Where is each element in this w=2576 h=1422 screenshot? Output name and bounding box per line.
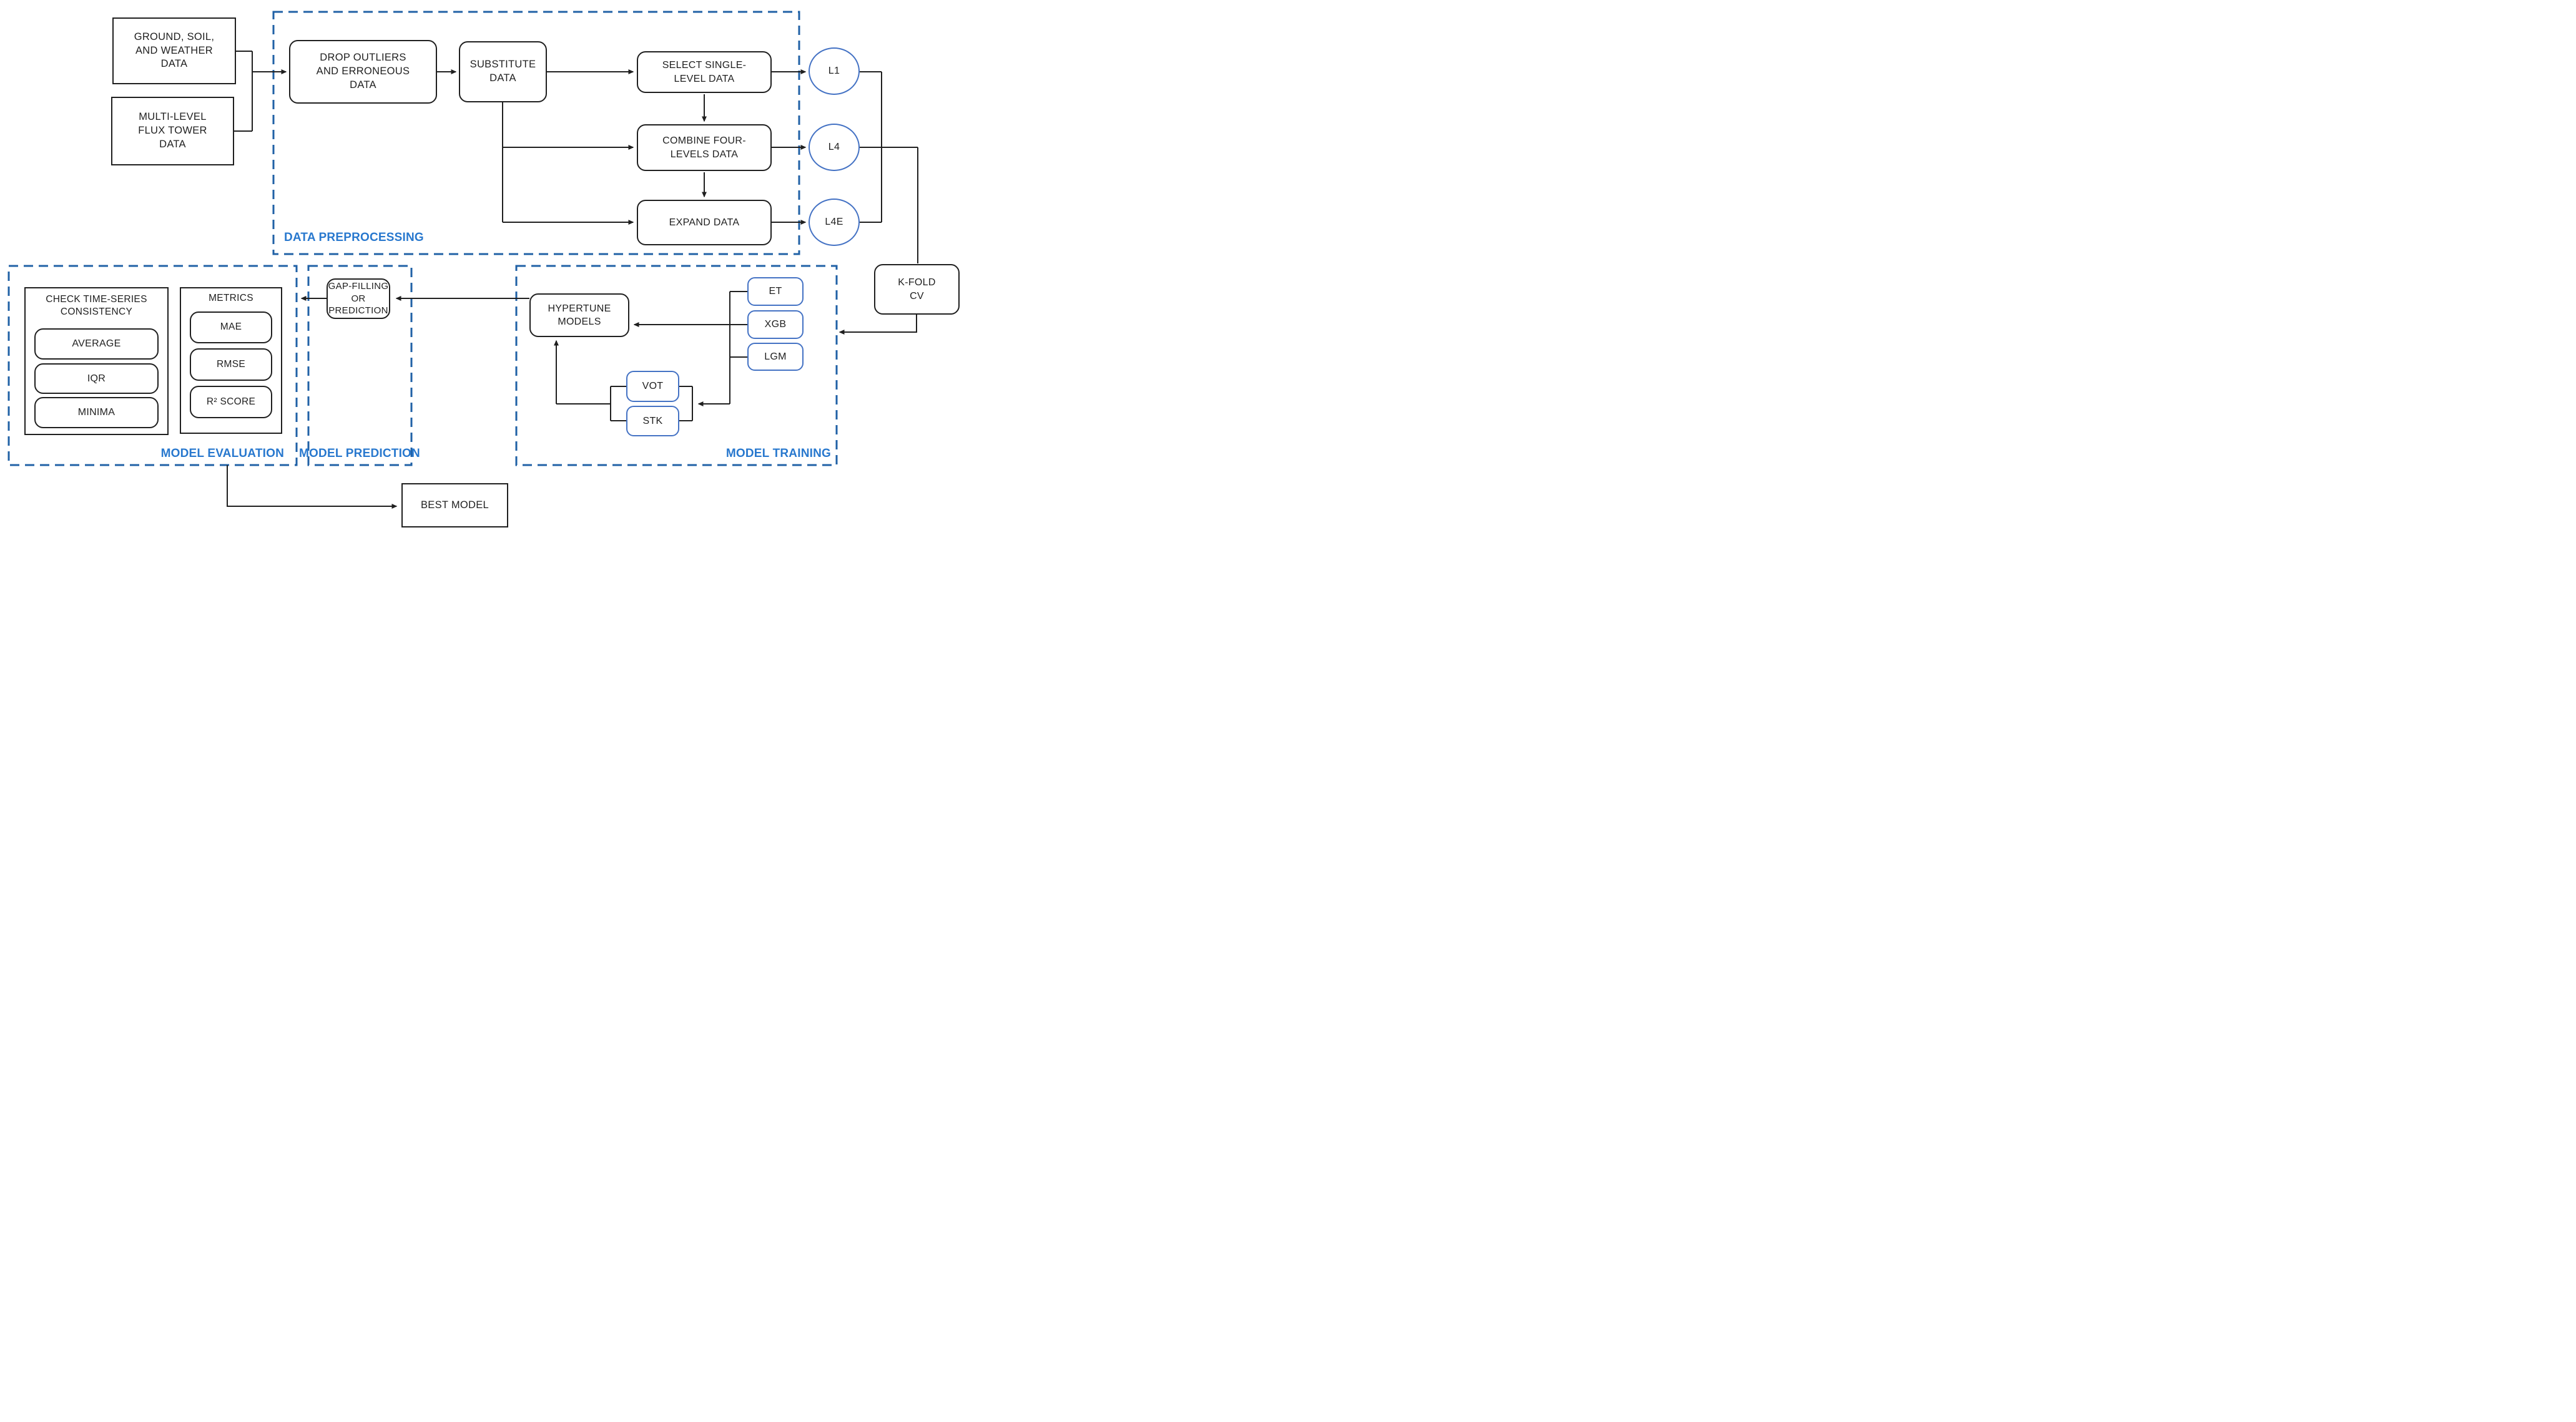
average-box: AVERAGE (34, 328, 159, 360)
arrow-connectors (227, 69, 917, 509)
best-model-box: BEST MODEL (401, 483, 508, 527)
l1-ellipse: L1 (809, 47, 860, 95)
gap-filling-box: GAP-FILLING OR PREDICTION (327, 278, 390, 319)
training-border (515, 265, 838, 466)
vot-box: VOT (626, 371, 679, 402)
evaluation-label: MODEL EVALUATION (160, 447, 284, 460)
stk-box: STK (626, 406, 679, 436)
l4e-ellipse: L4E (809, 199, 860, 246)
arrow-evaluation-to-best (227, 465, 398, 509)
ensemble-left-bracket (556, 386, 626, 421)
xgb-box: XGB (747, 310, 804, 339)
arrow-kfold-to-training (838, 315, 917, 335)
multi-level-flux-box: MULTI-LEVEL FLUX TOWER DATA (111, 97, 234, 165)
select-single-level-box: SELECT SINGLE- LEVEL DATA (637, 51, 772, 93)
kfold-cv-box: K-FOLD CV (874, 264, 960, 315)
et-box: ET (747, 277, 804, 306)
metrics-title: METRICS (209, 293, 253, 303)
prediction-border (307, 265, 413, 466)
drop-outliers-box: DROP OUTLIERS AND ERRONEOUS DATA (289, 40, 437, 104)
check-consistency-title: CHECK TIME-SERIES CONSISTENCY (46, 294, 147, 318)
ground-soil-weather-box: GROUND, SOIL, AND WEATHER DATA (112, 17, 236, 84)
minima-box: MINIMA (34, 397, 159, 428)
mae-box: MAE (190, 311, 272, 343)
expand-data-box: EXPAND DATA (637, 200, 772, 245)
l4-ellipse: L4 (809, 124, 860, 171)
prediction-label: MODEL PREDICTION (299, 447, 420, 460)
preprocessing-label: DATA PREPROCESSING (284, 231, 424, 244)
r2-score-box: R² SCORE (190, 386, 272, 418)
iqr-box: IQR (34, 363, 159, 394)
ensemble-right-bracket (679, 386, 693, 421)
check-consistency-box (24, 287, 169, 435)
rmse-box: RMSE (190, 348, 272, 381)
group-borders (7, 11, 838, 466)
metrics-box (180, 287, 282, 434)
l4-to-kfold-connector (860, 147, 918, 263)
models-bracket-connector (729, 291, 747, 404)
plain-connectors (234, 51, 918, 421)
substitute-data-box: SUBSTITUTE DATA (459, 41, 547, 102)
combine-four-levels-box: COMBINE FOUR- LEVELS DATA (637, 124, 772, 171)
lgm-box: LGM (747, 343, 804, 371)
connector-layer (7, 11, 918, 509)
flowchart-canvas: GROUND, SOIL, AND WEATHER DATA MULTI-LEV… (0, 0, 966, 533)
preprocessing-border (272, 11, 800, 255)
hypertune-models-box: HYPERTUNE MODELS (529, 293, 629, 337)
evaluation-border (7, 265, 298, 466)
training-label: MODEL TRAINING (725, 447, 831, 460)
input-merge-connector (234, 51, 253, 132)
